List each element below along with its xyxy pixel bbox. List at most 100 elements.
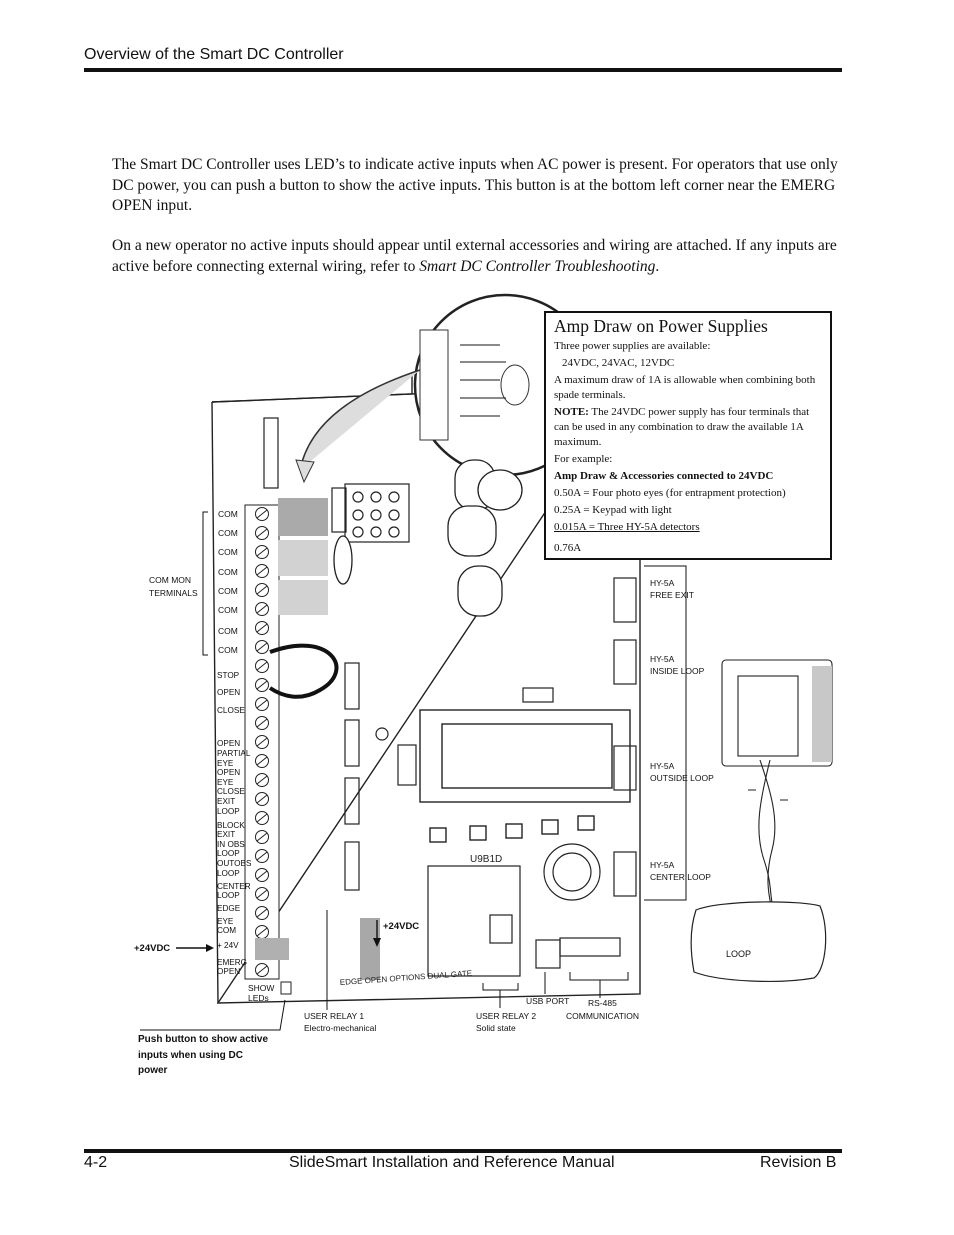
common-terminals-label-line1: COM MON xyxy=(149,575,191,585)
amp-note-text: The 24VDC power supply has four terminal… xyxy=(554,406,810,448)
amp-draw-title: Amp Draw on Power Supplies xyxy=(554,316,768,336)
capacitors xyxy=(333,459,523,617)
com-label: COM xyxy=(218,528,238,538)
loop-cable xyxy=(690,901,827,982)
terminal-screw-slot xyxy=(256,509,268,519)
terminal-screw-slot xyxy=(256,927,268,937)
show-leds-label-line2: LEDs xyxy=(248,993,269,1003)
terminal-screw-slot xyxy=(256,870,268,880)
com-label: COM xyxy=(218,645,238,655)
input-label: OPEN xyxy=(217,688,240,697)
com-label: COM xyxy=(218,605,238,615)
terminal-screw-slot xyxy=(256,832,268,842)
terminal-screw-slot xyxy=(256,889,268,899)
input-label: EDGE xyxy=(217,904,241,913)
input-label: OUTOBS xyxy=(217,859,252,868)
loop-wiring xyxy=(721,659,833,913)
header-rule xyxy=(84,68,842,72)
terminal-screw-slot xyxy=(256,642,268,652)
amp-example-2: 0.25A = Keypad with light xyxy=(554,504,672,516)
input-label: EYE xyxy=(217,917,234,926)
input-label: OPEN xyxy=(217,768,240,777)
input-label: BLOCK xyxy=(217,821,245,830)
terminal-screw-slot xyxy=(256,965,268,975)
terminal-strip xyxy=(244,504,280,980)
rs485-label-line2: COMMUNICATION xyxy=(566,1011,639,1021)
running-header: Overview of the Smart DC Controller xyxy=(84,46,344,63)
detector-model-label: HY-5A xyxy=(650,654,675,664)
input-label: CLOSE xyxy=(217,706,245,715)
option-row-mark: EDGE OPEN OPTIONS DUAL GATE xyxy=(340,969,473,987)
amp-note: NOTE: The 24VDC power supply has four te… xyxy=(554,405,822,450)
terminal-screw-slot xyxy=(256,623,268,633)
amp-supplies: 24VDC, 24VAC, 12VDC xyxy=(562,357,675,369)
detector-bracket xyxy=(644,565,687,901)
amp-example-3: 0.015A = Three HY-5A detectors xyxy=(554,521,700,533)
detector-name-label: OUTSIDE LOOP xyxy=(650,773,714,783)
amp-example-label: For example: xyxy=(554,453,613,465)
spade-terminals xyxy=(255,498,380,980)
troubleshooting-reference: Smart DC Controller Troubleshooting xyxy=(419,257,656,275)
input-label: LOOP xyxy=(217,891,240,900)
user-relay2-label-line1: USER RELAY 2 xyxy=(476,1011,536,1021)
terminal-screw-slot xyxy=(256,908,268,918)
terminal-screw-slot xyxy=(256,604,268,614)
chip-mark: U9B1D xyxy=(470,854,502,865)
amp-example-heading: Amp Draw & Accessories connected to 24VD… xyxy=(554,469,822,484)
com-label: COM xyxy=(218,626,238,636)
com-label: COM xyxy=(218,567,238,577)
amp-example-1: 0.50A = Four photo eyes (for entrapment … xyxy=(554,487,786,499)
inputs-paragraph: On a new operator no active inputs shoul… xyxy=(112,236,842,277)
usb-port-label: USB PORT xyxy=(526,996,569,1006)
terminal-screw-slot xyxy=(256,528,268,538)
input-label: EYE xyxy=(217,778,234,787)
common-bracket xyxy=(202,511,208,656)
terminal-screw-slot xyxy=(256,756,268,766)
terminal-screw-slot xyxy=(256,813,268,823)
amp-example-heading-text: Amp Draw & Accessories connected to 24VD… xyxy=(554,470,774,482)
terminal-screw-slot xyxy=(256,775,268,785)
detector-model-label: HY-5A xyxy=(650,860,675,870)
amp-total: 0.76A xyxy=(554,542,582,554)
com-label: COM xyxy=(218,586,238,596)
input-label: STOP xyxy=(217,671,240,680)
input-label: EXIT xyxy=(217,797,235,806)
terminal-screw-slot xyxy=(256,794,268,804)
terminal-screw-slot xyxy=(256,547,268,557)
detector-name-label: FREE EXIT xyxy=(650,590,694,600)
inputs-paragraph-text: On a new operator no active inputs shoul… xyxy=(112,237,837,275)
rs485-label-line1: RS-485 xyxy=(588,998,617,1008)
footer-rule xyxy=(84,1149,842,1153)
terminal-screw-slot xyxy=(256,718,268,728)
user-relay2-label-line2: Solid state xyxy=(476,1023,516,1033)
inputs-paragraph-end: . xyxy=(655,257,660,275)
terminal-screw-slot xyxy=(256,661,268,671)
user-relay2-bracket xyxy=(482,983,519,1008)
terminal-screw-slot xyxy=(256,851,268,861)
input-label: OPEN xyxy=(217,739,240,748)
amp-max-draw: A maximum draw of 1A is allowable when c… xyxy=(554,374,816,401)
input-label: EYE xyxy=(217,759,234,768)
input-label: CENTER xyxy=(217,882,251,891)
plus24-relay-label: +24VDC xyxy=(383,921,419,932)
detector-model-label: HY-5A xyxy=(650,761,675,771)
input-label: PARTIAL xyxy=(217,749,251,758)
power-connector xyxy=(331,483,410,543)
detector-name-label: INSIDE LOOP xyxy=(650,666,705,676)
push-note-leader xyxy=(140,999,286,1031)
rs485-bracket xyxy=(569,972,629,998)
detector-labels: HY-5A FREE EXIT HY-5A INSIDE LOOP HY-5A OUTSI… xyxy=(650,578,714,882)
input-label: LOOP xyxy=(217,849,240,858)
input-label: IN OBS xyxy=(217,840,245,849)
plus24-left-label: +24VDC xyxy=(134,943,170,954)
input-label: COM xyxy=(217,926,236,935)
terminal-screw-slot xyxy=(256,680,268,690)
lcd-display xyxy=(419,709,631,843)
user-relay1-label-line1: USER RELAY 1 xyxy=(304,1011,364,1021)
input-label: LOOP xyxy=(217,807,240,816)
common-terminals-label-line2: TERMINALS xyxy=(149,588,198,598)
loop-label: LOOP xyxy=(726,949,751,959)
show-leds-button[interactable] xyxy=(280,981,292,995)
terminal-screw-slot xyxy=(256,585,268,595)
